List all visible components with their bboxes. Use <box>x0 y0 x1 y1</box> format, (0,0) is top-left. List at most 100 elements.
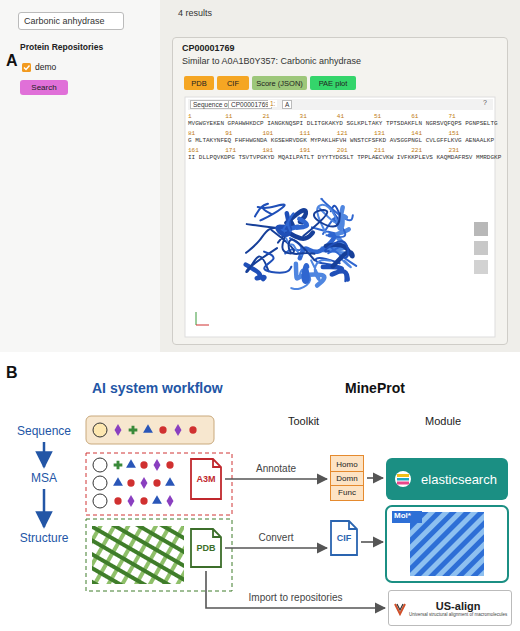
panel-letter: B <box>6 364 18 382</box>
residue-symbol <box>153 479 160 486</box>
result-id: CP00001769 <box>182 43 235 53</box>
residue-number: 141 <box>411 130 422 137</box>
stage-label: Sequence <box>17 424 71 438</box>
document-shape <box>331 521 357 555</box>
residue-number: 31 <box>300 113 307 120</box>
module-subtitle: Universal structural alignment of macrom… <box>409 612 507 617</box>
residue-symbol <box>143 424 153 433</box>
sequence-line: II DLLPQVKDPG TSVTVPGKYD MQAILPATLT DYYT… <box>188 154 501 161</box>
flow-arrow <box>206 571 385 608</box>
organism-icon <box>93 423 107 437</box>
text-label: Toolkit <box>288 415 319 427</box>
file-icon: PDB <box>190 528 222 568</box>
button-label: Score (JSON) <box>256 79 303 88</box>
residue-number: 231 <box>448 147 459 154</box>
text-label: Mol* <box>394 511 411 520</box>
edge-label: Convert <box>256 532 295 543</box>
process-box: US-alignUniversal structural alignment o… <box>388 590 512 626</box>
process-box: Structure <box>11 530 77 546</box>
residue-number: 121 <box>337 130 348 137</box>
sequence-line: MVGWGYEKEN GPAHWHKDCP IANGKNQSPI DLITGKA… <box>188 120 498 127</box>
organism-icon <box>93 494 107 508</box>
edge-label: Annotate <box>254 463 298 474</box>
residue-number: 111 <box>300 130 311 137</box>
organism-icon <box>93 476 107 490</box>
residue-symbol <box>126 459 136 468</box>
annotation-row: Func <box>331 486 363 499</box>
flow-arrow <box>225 547 327 549</box>
protein-ribbon <box>246 199 356 289</box>
usalign-icon <box>393 602 407 616</box>
axes <box>196 312 209 325</box>
text-label: Protein Repositories <box>20 42 103 52</box>
residue-symbol <box>189 426 196 433</box>
residue-number: 181 <box>262 147 273 154</box>
residue-symbol <box>114 497 121 504</box>
residue-symbol <box>166 461 173 468</box>
document-shape <box>191 529 221 567</box>
text-label: 1: <box>268 100 277 107</box>
flow-arrow <box>225 478 327 480</box>
residue-number: 81 <box>188 130 195 137</box>
result-desc: Similar to A0A1B0Y357: Carbonic anhydras… <box>182 56 361 66</box>
text-label: Sequence of <box>190 100 233 109</box>
text-label: AI system workflow <box>92 380 223 396</box>
flow-arrow <box>43 442 46 467</box>
ribbon-strand <box>325 241 348 258</box>
residue-number: 11 <box>225 113 232 120</box>
sequence-line: G MLTAKYNFEQ FHFHWGNDA KGSEHRVDGK MYPAKL… <box>188 137 494 144</box>
text-label: demo <box>35 62 56 72</box>
residue-symbol <box>127 479 134 486</box>
text-label: ? <box>483 99 487 106</box>
process-box: MSA <box>24 470 64 486</box>
residue-number: 91 <box>225 130 232 137</box>
ribbon-strand <box>311 260 330 280</box>
stage-label: Structure <box>20 531 69 545</box>
residue-symbol <box>128 495 135 507</box>
flow-arrow <box>361 541 383 543</box>
module-name: elasticsearch <box>421 472 497 487</box>
process-box: HomoDomnFunc <box>330 455 364 501</box>
residue-number: 1 <box>188 113 192 120</box>
file-type: PDB <box>196 543 215 553</box>
ribbon-strand <box>246 224 276 253</box>
residue-number: 71 <box>448 113 455 120</box>
residue-number: 41 <box>337 113 344 120</box>
residue-number: 151 <box>448 130 459 137</box>
checkbox <box>22 63 31 72</box>
residue-number: 21 <box>262 113 269 120</box>
ribbon-strand <box>304 265 308 281</box>
structure-lattice <box>92 526 184 584</box>
panel-a-ground <box>0 0 520 352</box>
residue-symbol <box>141 477 148 489</box>
file-icon: A3M <box>190 458 222 500</box>
search-input: Carbonic anhydrase <box>24 16 105 26</box>
residue-number: 131 <box>374 130 385 137</box>
molstar-tag <box>392 511 422 523</box>
molstar-box <box>386 506 508 582</box>
residue-symbol <box>115 424 122 436</box>
text-label: Module <box>425 415 461 427</box>
flow-arrow <box>367 477 383 479</box>
elastic-icon <box>394 470 412 488</box>
text-label: A <box>282 100 292 109</box>
structure-dashed-box <box>86 519 232 591</box>
ribbon-strand <box>255 204 272 217</box>
sidebar <box>0 0 160 352</box>
residue-symbol <box>154 459 161 471</box>
panel-letter: A <box>6 52 18 70</box>
text-label: MineProt <box>345 380 405 396</box>
ribbon-strand <box>303 210 340 236</box>
ribbon-strand <box>283 213 294 231</box>
process-box: Sequence <box>14 423 74 439</box>
residue-number: 101 <box>262 130 273 137</box>
residue-number: 211 <box>374 147 385 154</box>
viewer-ground <box>185 97 495 337</box>
residue-symbol <box>129 426 138 435</box>
ui-element: PAE plot <box>310 76 356 90</box>
ribbon-strand <box>296 264 324 286</box>
button-label: CIF <box>227 79 239 88</box>
stage-label: MSA <box>31 471 57 485</box>
residue-symbol <box>140 497 147 504</box>
